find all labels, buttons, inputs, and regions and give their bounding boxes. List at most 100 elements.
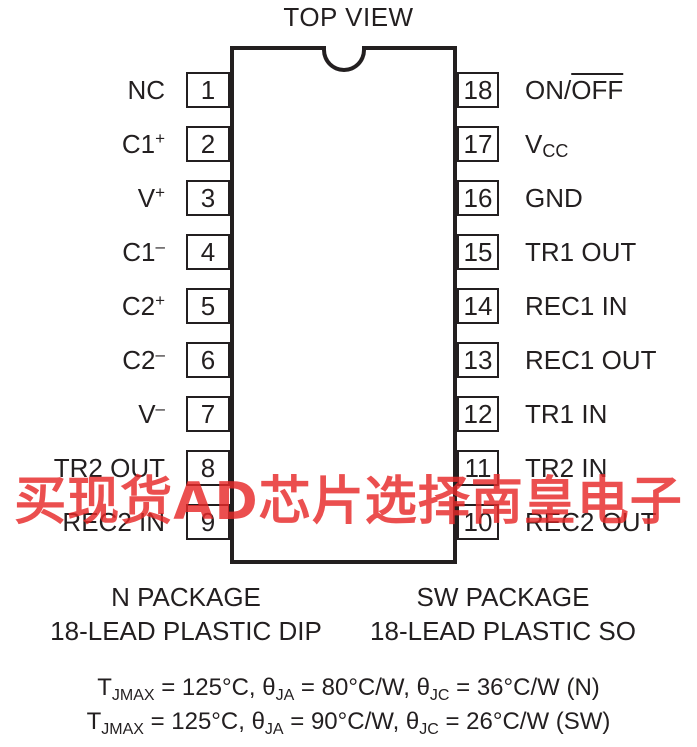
pin-number: 13 xyxy=(463,345,493,375)
pin-name: C1 xyxy=(122,237,156,267)
pin1-notch xyxy=(322,46,366,72)
pin-superscript: – xyxy=(155,345,165,364)
n-package-desc: 18-LEAD PLASTIC DIP xyxy=(50,616,322,646)
tjmax-subscript: JMAX xyxy=(101,721,144,738)
pin-name: C2 xyxy=(121,291,156,321)
pin-superscript: + xyxy=(155,291,165,310)
pin-10-label: REC2 OUT xyxy=(525,504,656,540)
pin-name: REC2 IN xyxy=(62,507,165,537)
pin-1-label: NC xyxy=(127,72,165,108)
pin-name: GND xyxy=(525,183,583,213)
pin-superscript: – xyxy=(155,237,165,256)
pin-number: 3 xyxy=(200,183,216,213)
pin-10-box: 10 xyxy=(457,504,499,540)
pin-4-label: C1– xyxy=(122,234,165,270)
pin-number: 4 xyxy=(200,237,216,267)
pin-name: REC2 OUT xyxy=(525,507,657,537)
pin-overline-text: OFF xyxy=(571,75,624,105)
pin-15-label: TR1 OUT xyxy=(525,234,636,270)
pin-number: 8 xyxy=(200,453,216,483)
theta-jc-subscript: JC xyxy=(419,721,439,738)
pin-5-box: 5 xyxy=(186,288,230,324)
pin-name: C2 xyxy=(122,345,156,375)
pin-number: 2 xyxy=(200,129,216,159)
theta-ja-subscript: JA xyxy=(275,687,295,704)
pin-number: 9 xyxy=(200,507,216,537)
pin-7-box: 7 xyxy=(186,396,230,432)
pin-number: 14 xyxy=(463,291,493,321)
pin-name: TR1 OUT xyxy=(525,237,637,267)
tjmax-value: = 125°C, θ xyxy=(143,708,265,735)
pin-number: 6 xyxy=(200,345,216,375)
pin-number: 7 xyxy=(200,399,216,429)
pin-6-label: C2– xyxy=(122,342,165,378)
tjmax-value: = 125°C, θ xyxy=(154,674,276,701)
theta-ja-value: = 90°C/W, θ xyxy=(283,708,420,735)
theta-jc-subscript: JC xyxy=(429,687,450,704)
pin-4-box: 4 xyxy=(186,234,230,270)
pin-2-box: 2 xyxy=(186,126,230,162)
pin-name: C1 xyxy=(121,129,156,159)
pin-18-label: ON/OFF xyxy=(525,72,623,108)
pin-name: ON/ xyxy=(525,75,572,105)
pin-6-box: 6 xyxy=(186,342,230,378)
pin-7-label: V– xyxy=(138,396,165,432)
theta-jc-value: = 26°C/W (SW) xyxy=(438,708,611,735)
pin-superscript: + xyxy=(155,129,165,148)
pin-number: 5 xyxy=(200,291,216,321)
pin-14-label: REC1 IN xyxy=(525,288,628,324)
pin-12-box: 12 xyxy=(457,396,499,432)
pin-name: TR2 OUT xyxy=(53,453,165,483)
pin-name: V xyxy=(525,129,543,159)
pin-14-box: 14 xyxy=(457,288,499,324)
pin-number: 16 xyxy=(463,183,493,213)
pin-18-box: 18 xyxy=(457,72,499,108)
pin-number: 15 xyxy=(463,237,493,267)
pin-name: NC xyxy=(127,75,165,105)
watermark-text: 买现货AD芯片选择南皇电子 xyxy=(14,472,683,532)
tjmax-symbol: T xyxy=(97,674,112,701)
thermal-spec-n: TJMAX = 125°C, θJA = 80°C/W, θJC = 36°C/… xyxy=(0,674,697,704)
tjmax-symbol: T xyxy=(86,708,102,735)
pin-5-label: C2+ xyxy=(122,288,165,324)
theta-jc-value: = 36°C/W (N) xyxy=(449,674,600,701)
pin-3-label: V+ xyxy=(138,180,165,216)
pin-name: REC1 OUT xyxy=(525,345,657,375)
tjmax-subscript: JMAX xyxy=(111,687,155,704)
pin-name: TR1 IN xyxy=(525,399,608,429)
theta-ja-subscript: JA xyxy=(264,721,284,738)
top-view-title: TOP VIEW xyxy=(283,2,414,32)
pin-16-box: 16 xyxy=(457,180,499,216)
pin-name: TR2 IN xyxy=(525,453,608,483)
sw-package-caption: SW PACKAGE 18-LEAD PLASTIC SO xyxy=(358,580,648,648)
theta-ja-value: = 80°C/W, θ xyxy=(294,674,430,701)
n-package-name: N PACKAGE xyxy=(111,582,261,612)
pin-superscript: + xyxy=(155,183,165,202)
pin-8-box: 8 xyxy=(186,450,230,486)
pin-1-box: 1 xyxy=(186,72,230,108)
pin-17-box: 17 xyxy=(457,126,499,162)
pin-name: V xyxy=(137,183,156,213)
pin-number: 17 xyxy=(463,129,493,159)
pin-15-box: 15 xyxy=(457,234,499,270)
pin-13-box: 13 xyxy=(457,342,499,378)
pin-3-box: 3 xyxy=(186,180,230,216)
sw-package-name: SW PACKAGE xyxy=(416,582,590,612)
pin-name: V xyxy=(138,399,156,429)
pin-number: 10 xyxy=(463,507,493,537)
n-package-caption: N PACKAGE 18-LEAD PLASTIC DIP xyxy=(40,580,332,648)
pin-subscript: CC xyxy=(542,141,569,161)
pin-number: 12 xyxy=(463,399,493,429)
pin-13-label: REC1 OUT xyxy=(525,342,656,378)
pin-9-label: REC2 IN xyxy=(62,504,165,540)
sw-package-desc: 18-LEAD PLASTIC SO xyxy=(370,616,636,646)
pin-11-box: 11 xyxy=(457,450,499,486)
pin-number: 1 xyxy=(200,75,216,105)
pin-12-label: TR1 IN xyxy=(525,396,607,432)
pin-2-label: C1+ xyxy=(122,126,165,162)
pin-9-box: 9 xyxy=(186,504,230,540)
ic-package-body xyxy=(230,46,457,564)
pin-16-label: GND xyxy=(525,180,583,216)
pin-17-label: VCC xyxy=(525,126,568,162)
pin-11-label: TR2 IN xyxy=(525,450,607,486)
